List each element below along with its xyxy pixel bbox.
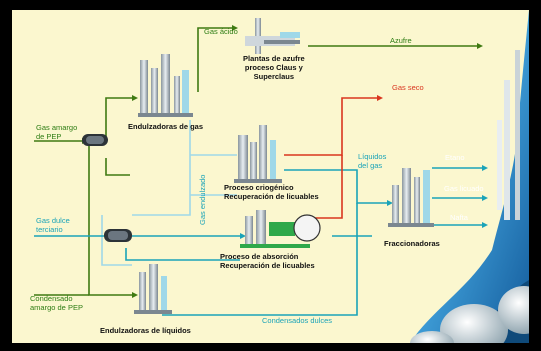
sulfur-plant-label: Plantas de azufre proceso Claus y Superc… — [243, 54, 305, 81]
liquid-sweetening-units — [134, 264, 172, 314]
sweet-gas-separator — [104, 229, 132, 242]
gas-amargo-label: Gas amargo de PEP — [36, 123, 78, 141]
cryogenic-unit — [234, 125, 282, 183]
fraccionadoras-label: Fraccionadoras — [384, 239, 440, 248]
flow-lines — [34, 10, 529, 343]
condensado-amargo-label: Condensado amargo de PEP — [30, 294, 83, 312]
gas-sweetening-units — [138, 54, 193, 117]
liquidos-gas-label: Líquidos del gas — [358, 152, 387, 170]
liquid-lines — [34, 167, 482, 316]
gas-acido-label: Gas ácido — [204, 27, 238, 36]
refinery-photo — [410, 10, 529, 343]
etano-label: Etano — [445, 153, 465, 162]
endulzadoras-gas-label: Endulzadoras de gas — [128, 122, 204, 131]
fractionation-units — [388, 168, 434, 227]
sweet-gas-lines — [101, 120, 237, 266]
sour-gas-lines — [34, 27, 477, 296]
dry-gas-line — [284, 97, 377, 219]
dry-gas-arrow — [377, 95, 383, 101]
gas-licuado-label: Gas licuado — [444, 184, 484, 193]
condensados-dulces-label: Condensados dulces — [262, 316, 333, 325]
endulzadoras-liquidos-label: Endulzadoras de líquidos — [100, 326, 191, 335]
absorption-unit — [240, 210, 321, 248]
cryogenic-label: Proceso criogénico Recuperación de licua… — [224, 183, 319, 201]
liquid-arrows — [240, 165, 488, 239]
absorption-label: Proceso de absorción Recuperación de lic… — [220, 252, 315, 270]
azufre-label: Azufre — [390, 36, 412, 45]
nafta-label: Nafta — [450, 213, 468, 222]
gas-endulzado-label: Gas endulzado — [198, 174, 207, 225]
sour-gas-separator — [82, 134, 108, 146]
gas-seco-label: Gas seco — [392, 83, 424, 92]
diagram-canvas: Gas ácido Azufre Plantas de azufre proce… — [12, 10, 529, 343]
gas-dulce-label: Gas dulce terciario — [36, 216, 70, 234]
sulfur-plant — [245, 18, 300, 54]
